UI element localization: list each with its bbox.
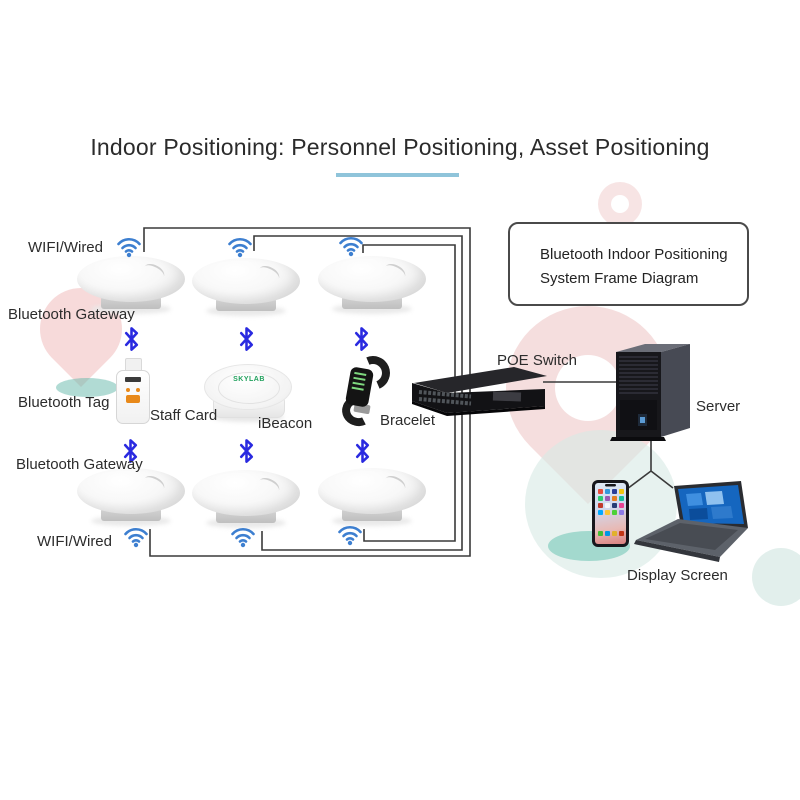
label-staff-card: Staff Card [150, 407, 218, 424]
wifi-icon [231, 527, 255, 548]
bluetooth-icon [239, 439, 254, 463]
bluetooth-gateway-device [192, 258, 300, 316]
bluetooth-tag-device [112, 358, 152, 424]
ibeacon-brand-text: SKYLAB [233, 376, 265, 383]
phone-device [592, 480, 629, 547]
wifi-icon [228, 237, 252, 258]
label-bracelet: Bracelet [380, 412, 436, 429]
label-poe-switch: POE Switch [497, 352, 578, 369]
teal-circle-decoration [752, 548, 800, 606]
label-display-screen: Display Screen [627, 567, 728, 584]
bluetooth-gateway-device [318, 468, 426, 526]
label-server: Server [696, 398, 741, 415]
server-to-display-line [626, 439, 674, 490]
title-underline [336, 173, 459, 177]
wifi-icon [117, 237, 141, 258]
frame-diagram-box: Bluetooth Indoor Positioning System Fram… [508, 222, 749, 306]
label-ibeacon: iBeacon [258, 415, 313, 432]
poe-switch-device [412, 367, 547, 416]
label-bluetooth-gateway-top: Bluetooth Gateway [8, 306, 135, 323]
bluetooth-icon [123, 439, 138, 463]
wifi-icon [338, 525, 362, 546]
label-wifi-wired-top: WIFI/Wired [28, 239, 103, 256]
wifi-icon [339, 236, 363, 257]
bluetooth-gateway-device [192, 470, 300, 528]
gateway-loop-outer [143, 227, 471, 557]
bluetooth-gateway-device [77, 468, 185, 526]
bluetooth-gateway-device [77, 256, 185, 314]
label-bluetooth-gateway-bottom: Bluetooth Gateway [16, 456, 143, 473]
label-bluetooth-tag: Bluetooth Tag [18, 394, 110, 411]
label-wifi-wired-bottom: WIFI/Wired [37, 533, 112, 550]
bluetooth-icon [355, 439, 370, 463]
bluetooth-gateway-device [318, 256, 426, 314]
ibeacon-device: SKYLAB [204, 364, 292, 422]
pin-shadow-ellipse [56, 378, 118, 397]
bluetooth-icon [354, 327, 369, 351]
bluetooth-icon [124, 327, 139, 351]
page-title: Indoor Positioning: Personnel Positionin… [90, 134, 710, 160]
wifi-icon [124, 527, 148, 548]
bluetooth-icon [239, 327, 254, 351]
frame-box-line1: Bluetooth Indoor Positioning [540, 246, 728, 263]
server-device [610, 344, 690, 441]
frame-box-line2: System Frame Diagram [540, 270, 699, 287]
laptop-device [634, 481, 748, 562]
